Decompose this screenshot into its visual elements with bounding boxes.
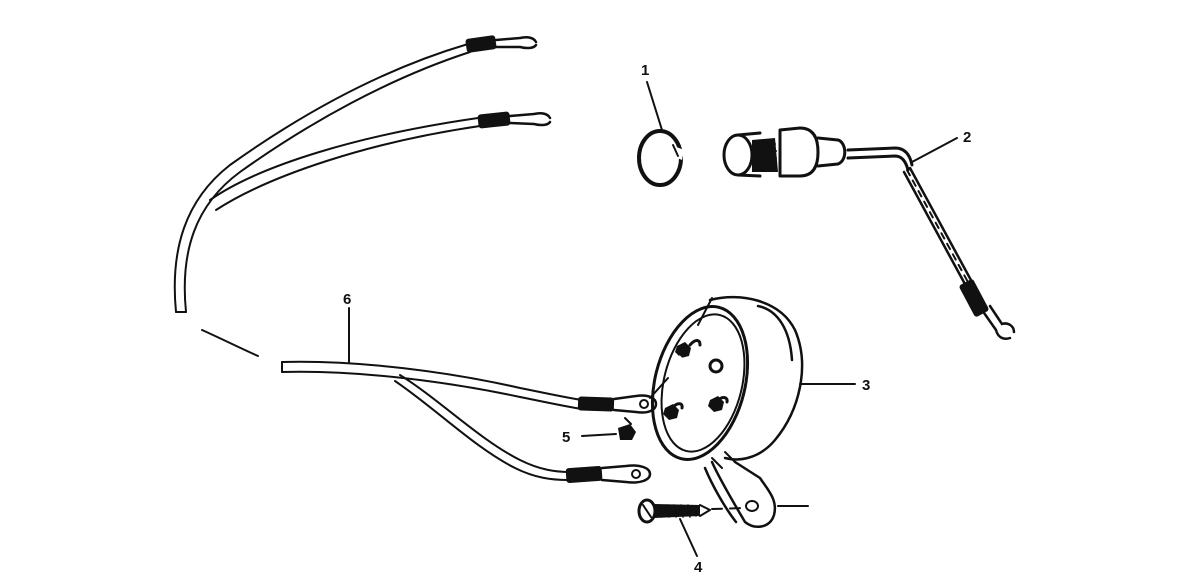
switch-housing [650, 295, 804, 528]
retaining-ring [637, 129, 684, 187]
lower-wire-harness [281, 360, 669, 484]
upper-wire-harness [173, 35, 552, 313]
callout-labels: 1 2 3 4 5 6 [343, 62, 971, 576]
leader-line-4 [679, 518, 698, 557]
leader-lines [348, 81, 958, 557]
callout-5: 5 [562, 429, 570, 446]
leader-line-5 [581, 433, 617, 437]
mounting-screw [637, 498, 809, 524]
leader-line-1 [646, 81, 663, 131]
sensor-bulb-assembly [722, 126, 1016, 340]
callout-6: 6 [343, 291, 351, 308]
callout-3: 3 [862, 377, 870, 394]
leader-line-2 [911, 137, 958, 163]
callout-4: 4 [694, 559, 703, 576]
wire-break-line [201, 329, 259, 357]
callout-2: 2 [963, 129, 971, 146]
terminal-screw [618, 417, 636, 440]
callout-1: 1 [641, 62, 649, 79]
